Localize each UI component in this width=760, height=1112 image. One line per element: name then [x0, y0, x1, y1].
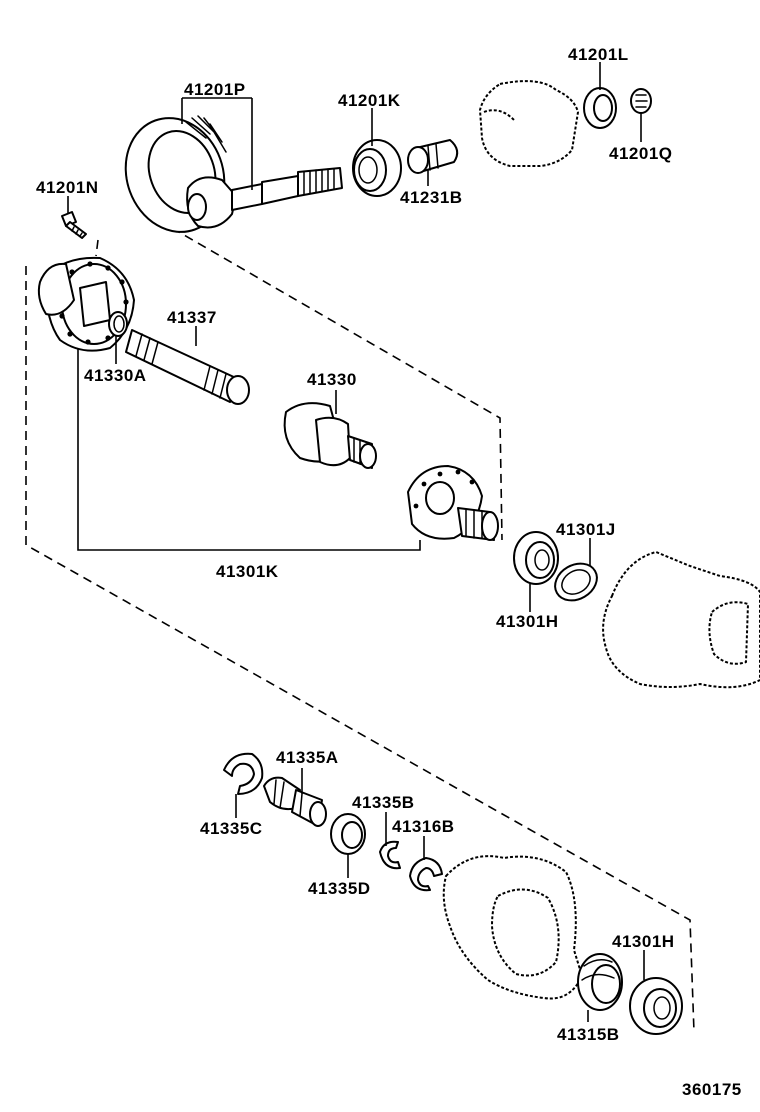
- casing-top: [479, 80, 579, 167]
- spacer-41231B: [407, 139, 459, 174]
- oil-seal-41201L: [583, 87, 617, 129]
- label-41337: 41337: [167, 308, 217, 327]
- label-41335B: 41335B: [352, 793, 415, 812]
- assembly-boundary: [25, 227, 695, 1033]
- shaft-41337: [125, 329, 250, 405]
- label-41335A: 41335A: [276, 748, 339, 767]
- shim-41301J: [554, 562, 598, 602]
- label-41335C: 41335C: [200, 819, 263, 838]
- ring-gear-pinion-set: [124, 115, 343, 233]
- ring-41316B: [409, 857, 443, 892]
- label-41201L: 41201L: [568, 45, 629, 64]
- catalog-number: 360175: [682, 1080, 742, 1099]
- bearing-41301H-bottom: [629, 977, 683, 1035]
- casing-bottom: [442, 855, 583, 1000]
- label-41201K: 41201K: [338, 91, 401, 110]
- center-differential-41330: [283, 402, 377, 469]
- bearing-41335D: [330, 813, 366, 855]
- part-labels: 41201P 41201K 41201L 41201Q 41231B 41201…: [36, 45, 675, 1044]
- snap-ring-41335B: [379, 840, 401, 870]
- label-41316B: 41316B: [392, 817, 455, 836]
- snap-ring-41335C: [223, 752, 264, 795]
- label-41301H-bottom: 41301H: [612, 932, 675, 951]
- label-41301J: 41301J: [556, 520, 616, 539]
- label-41330: 41330: [307, 370, 357, 389]
- differential-case-right: [407, 465, 499, 541]
- case-right-bolt-holes: [413, 469, 475, 509]
- label-41201N: 41201N: [36, 178, 99, 197]
- bolt-41201N: [61, 211, 87, 239]
- label-41301H-top: 41301H: [496, 612, 559, 631]
- label-41201P: 41201P: [184, 80, 246, 99]
- bearing-41201K: [352, 139, 402, 197]
- casing-right: [602, 551, 760, 689]
- plug-41201Q: [630, 88, 652, 114]
- label-41315B: 41315B: [557, 1025, 620, 1044]
- label-41201Q: 41201Q: [609, 144, 673, 163]
- label-41231B: 41231B: [400, 188, 463, 207]
- label-41330A: 41330A: [84, 366, 147, 385]
- seal-41315B: [577, 953, 623, 1011]
- shaft-41335A: [263, 776, 327, 827]
- bearing-41301H-top: [513, 531, 559, 585]
- leader-lines: [67, 62, 645, 1022]
- label-41335D: 41335D: [308, 879, 371, 898]
- snap-ring-41330A: [108, 311, 128, 337]
- shim-41301J-inner: [561, 569, 591, 595]
- label-41301K: 41301K: [216, 562, 279, 581]
